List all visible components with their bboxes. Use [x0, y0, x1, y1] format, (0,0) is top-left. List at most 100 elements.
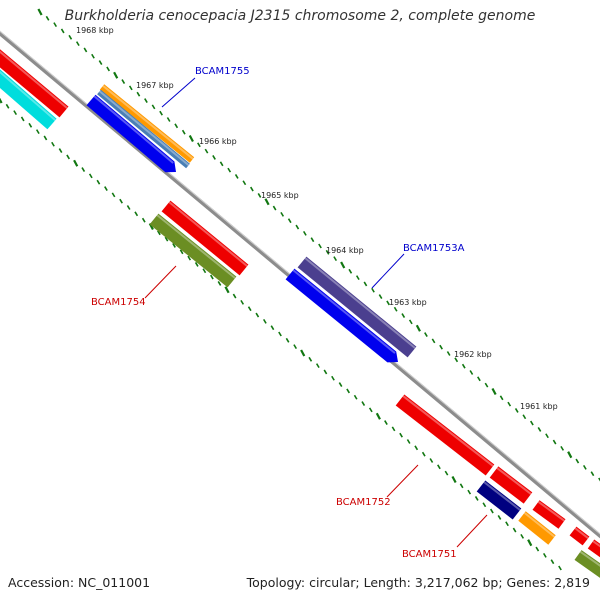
outer-tick-mark [250, 186, 254, 192]
feature-bcam1751[interactable] [476, 480, 522, 520]
outer-tick-mark [431, 338, 436, 344]
gene-label-bcam1751[interactable]: BCAM1751 [402, 549, 457, 560]
inner-tick-mark [141, 217, 146, 223]
outer-tick-mark [530, 420, 534, 426]
outer-tick-mark [121, 79, 126, 84]
inner-tick-mark [429, 458, 434, 463]
feature-bcam1754-red[interactable] [161, 200, 249, 276]
inner-tick-mark [73, 159, 79, 167]
summary-text: Topology: circular; Length: 3,217,062 bp… [246, 575, 590, 590]
outer-tick-mark [371, 287, 375, 293]
inner-tick-mark [512, 527, 517, 533]
inner-tick-mark [88, 173, 93, 179]
tick-ring-outer [37, 8, 600, 482]
outer-tick-mark [439, 344, 443, 350]
feature-blue-mid[interactable] [285, 268, 398, 363]
outer-tick-mark [469, 370, 474, 375]
feature-bcam1752-highlight [402, 395, 494, 467]
feature-steelblue-highlight [99, 90, 190, 166]
outer-tick-mark [60, 28, 65, 34]
inner-tick-mark [558, 565, 562, 571]
feature-bcam1753a[interactable] [297, 256, 417, 358]
outer-tick-mark [590, 471, 595, 477]
outer-tick-mark [75, 41, 80, 47]
inner-tick-mark [13, 110, 18, 116]
inner-tick-mark [474, 496, 479, 501]
leader-bcam1753a [371, 253, 405, 289]
feature-bcam1754[interactable] [149, 213, 237, 288]
outer-tick-mark [242, 180, 247, 186]
outer-tick-mark [355, 275, 360, 281]
inner-tick-mark [134, 211, 139, 217]
feature-orange[interactable] [99, 84, 195, 163]
outer-tick-mark [174, 123, 179, 129]
outer-tick-mark [522, 414, 527, 420]
gene-label-bcam1755[interactable]: BCAM1755 [195, 66, 250, 77]
gene-features [0, 45, 600, 579]
outer-tick-mark [575, 458, 580, 464]
inner-tick-mark [66, 154, 70, 160]
feature-red-b[interactable] [489, 466, 533, 504]
inner-tick-mark [28, 122, 33, 128]
outer-tick-mark [537, 426, 542, 432]
gene-label-bcam1754[interactable]: BCAM1754 [91, 297, 146, 308]
inner-tick-mark [104, 186, 108, 191]
inner-tick-mark [255, 312, 260, 318]
inner-tick-mark [194, 262, 199, 267]
inner-tick-mark [172, 243, 176, 248]
inner-tick-mark [520, 533, 525, 539]
outer-tick-mark [212, 155, 216, 160]
outer-tick-mark [68, 34, 73, 40]
inner-tick-mark [315, 363, 320, 369]
outer-tick-mark [264, 198, 270, 206]
outer-tick-mark [287, 218, 292, 224]
outer-tick-mark [363, 281, 368, 287]
outer-tick-mark [219, 161, 224, 167]
outer-tick-mark [552, 439, 557, 445]
inner-tick-mark [505, 521, 509, 527]
tick-label-1965: 1965 kbp [261, 191, 299, 200]
feature-red-d[interactable] [569, 526, 590, 546]
feature-bcam1755[interactable] [86, 94, 177, 173]
inner-tick-mark [451, 475, 457, 483]
feature-olive-b[interactable] [574, 550, 600, 579]
outer-tick-mark [499, 395, 504, 401]
feature-orange-b[interactable] [518, 511, 556, 545]
leader-bcam1751 [456, 514, 488, 548]
outer-tick-mark [477, 376, 481, 382]
feature-red-e[interactable] [587, 539, 600, 559]
feature-red-e-highlight [592, 540, 600, 548]
feature-red-d-highlight [574, 527, 589, 540]
feature-cyan-top[interactable] [0, 65, 57, 130]
tick-label-1966: 1966 kbp [199, 137, 237, 146]
feature-olive-b-highlight [579, 550, 600, 567]
outer-tick-mark [280, 211, 285, 217]
outer-tick-mark [393, 306, 398, 312]
tick-label-1968: 1968 kbp [76, 26, 114, 35]
outer-tick-mark [227, 167, 232, 173]
inner-tick-mark [384, 420, 388, 425]
feature-bcam1752[interactable] [395, 394, 495, 476]
inner-tick-mark [278, 331, 282, 337]
outer-tick-mark [333, 256, 338, 262]
outer-tick-mark [234, 174, 239, 179]
feature-red-c[interactable] [532, 500, 566, 529]
inner-tick-mark [5, 103, 10, 109]
inner-tick-mark [0, 97, 3, 104]
gene-label-bcam1753a[interactable]: BCAM1753A [403, 243, 465, 254]
outer-tick-mark [45, 15, 50, 21]
inner-tick-mark [157, 230, 161, 236]
outer-tick-mark [302, 230, 307, 236]
outer-tick-mark [295, 224, 300, 230]
feature-red-top[interactable] [0, 45, 69, 118]
inner-tick-mark [444, 470, 449, 476]
feature-steelblue[interactable] [97, 89, 190, 169]
outer-tick-mark [461, 363, 466, 369]
outer-tick-mark [181, 129, 186, 135]
outer-tick-mark [310, 237, 315, 243]
outer-tick-mark [545, 433, 549, 439]
outer-tick-mark [188, 134, 194, 143]
gene-label-bcam1752[interactable]: BCAM1752 [336, 497, 391, 508]
